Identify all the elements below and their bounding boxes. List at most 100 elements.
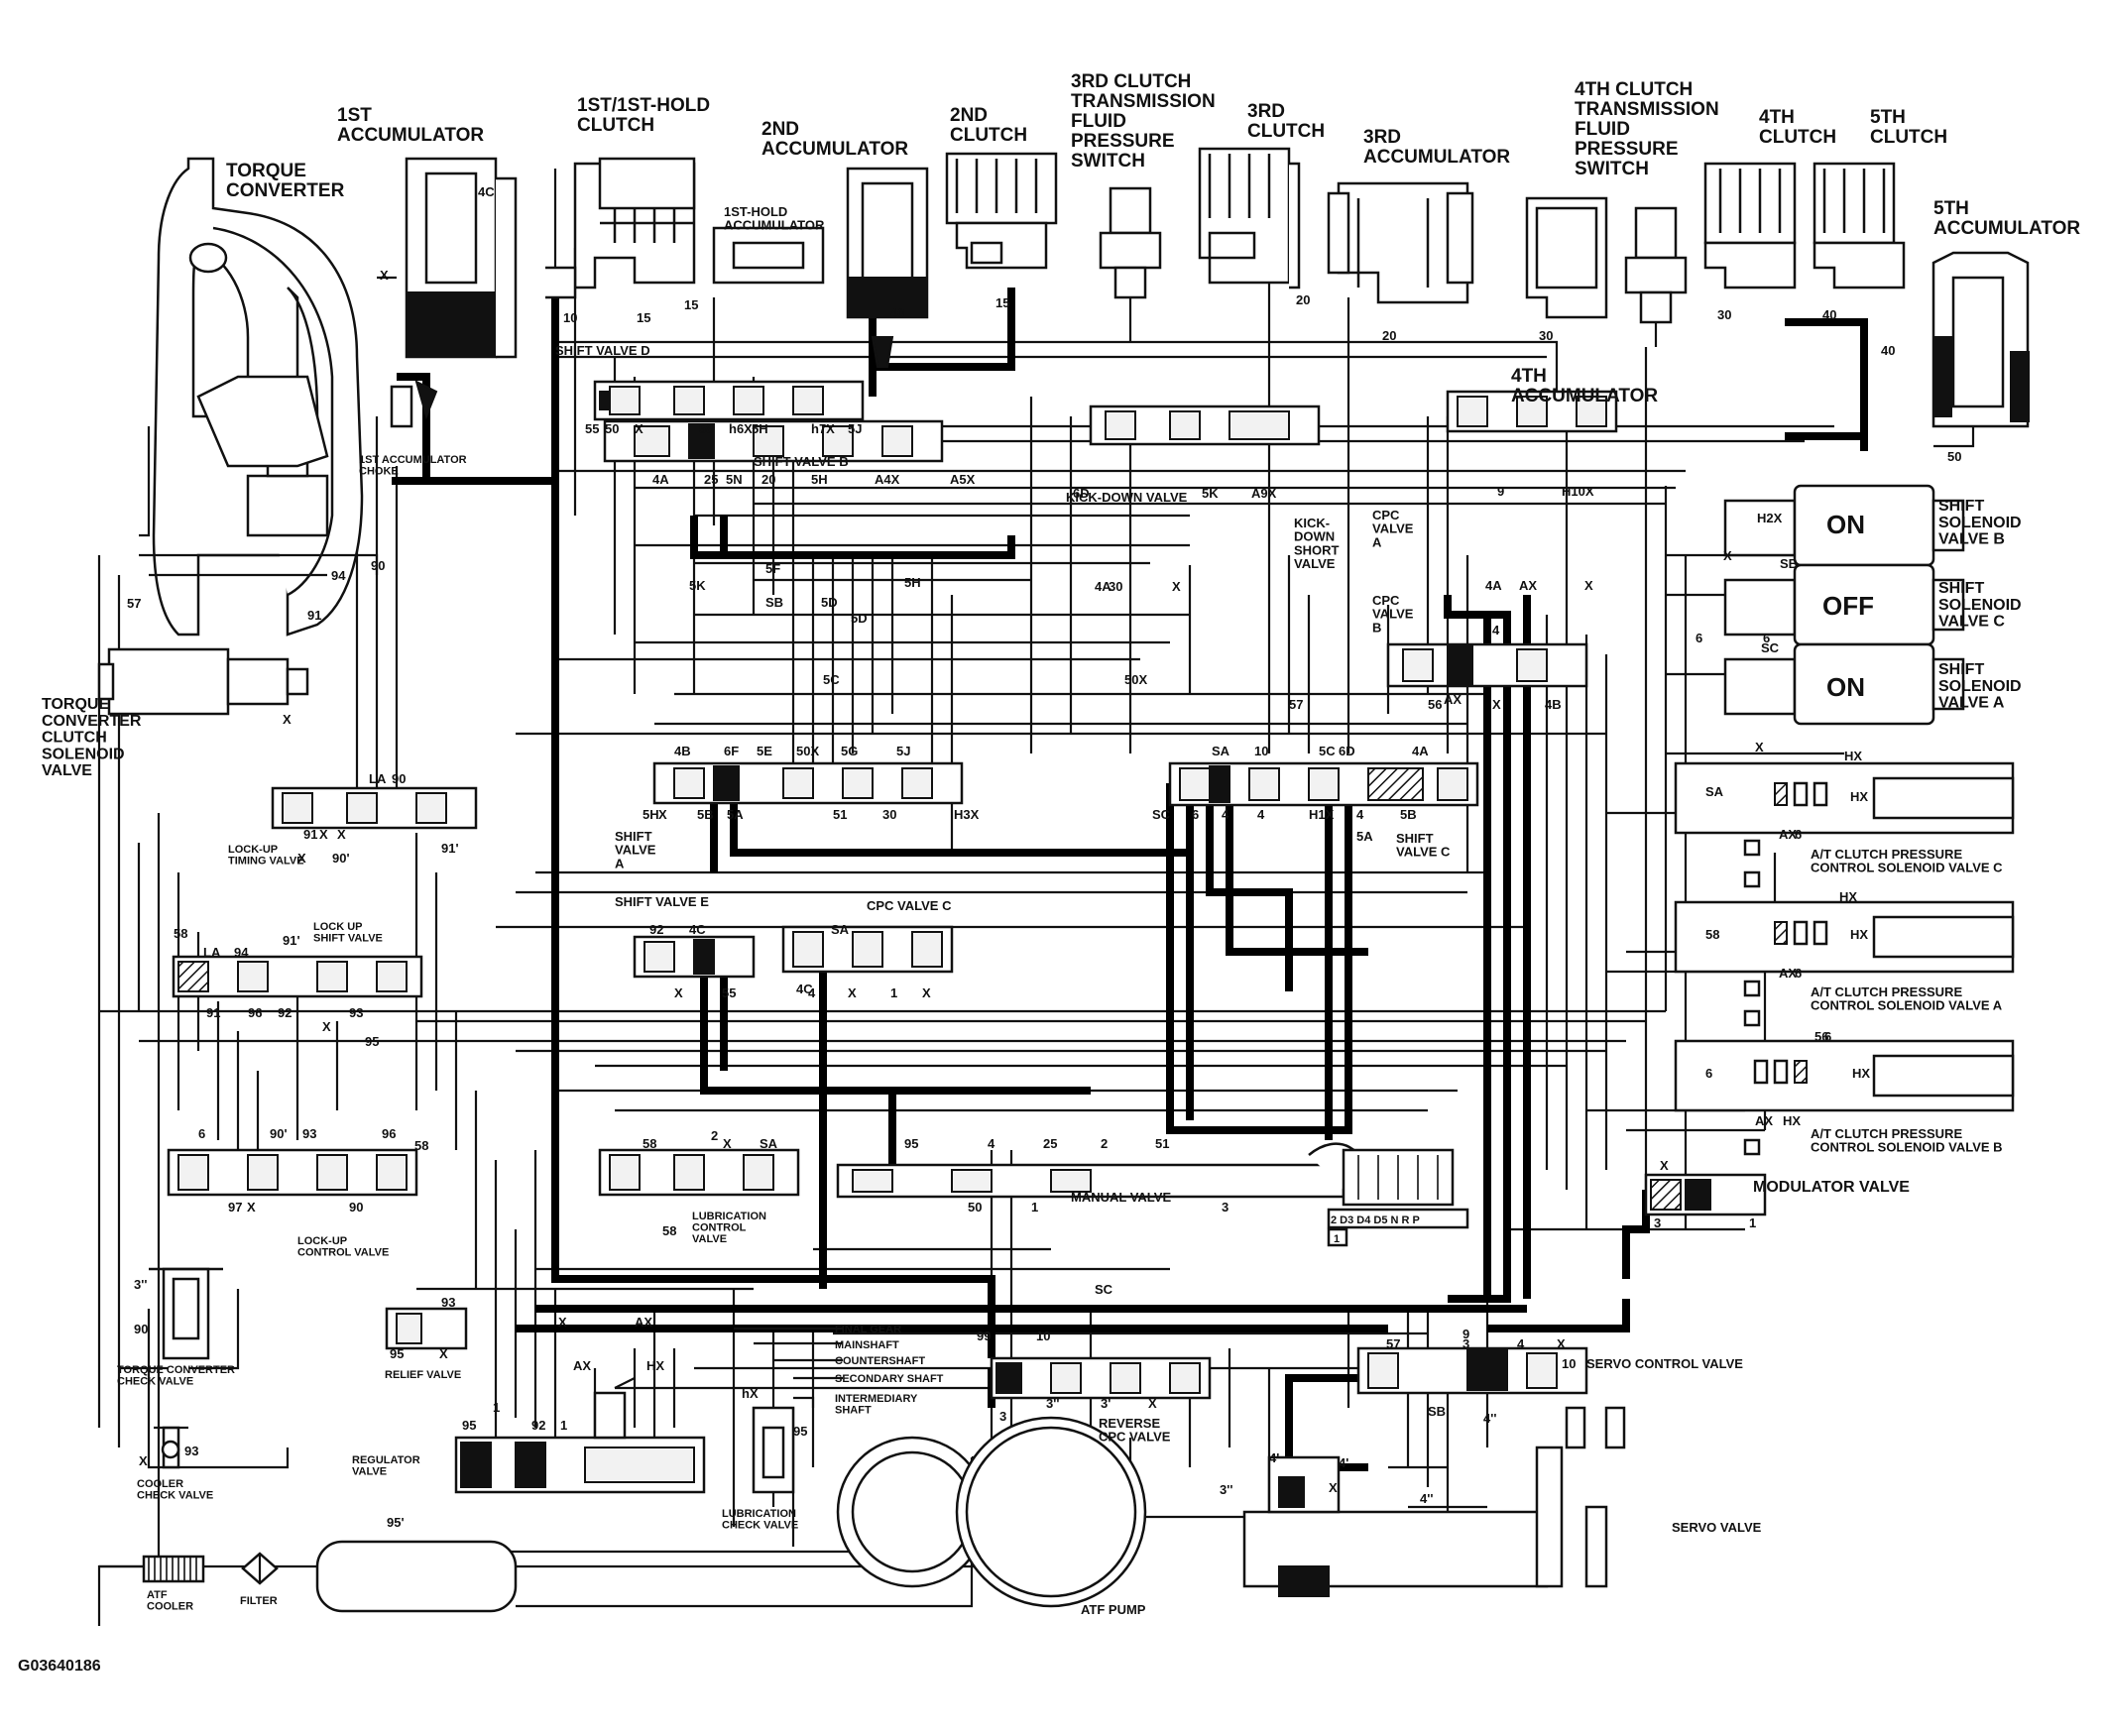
- port-label: AX: [1779, 966, 1797, 981]
- port-label: 20: [1382, 328, 1396, 343]
- port-label: 56: [1428, 697, 1442, 712]
- reverse-cpc-valve: [990, 1356, 1212, 1400]
- port-label: 5N: [726, 472, 743, 487]
- port-label: 6F: [724, 744, 739, 758]
- filter: [241, 1552, 279, 1585]
- port-label: 91: [303, 827, 317, 842]
- port-label: X: [380, 268, 389, 283]
- lockup-shift-valve: [172, 955, 423, 998]
- port-label: AX: [1519, 578, 1537, 593]
- port-label: AX: [1444, 692, 1462, 707]
- port-label: 50: [1947, 449, 1961, 464]
- port-label: 2: [1101, 1136, 1108, 1151]
- port-label: 3: [1462, 1336, 1469, 1351]
- port-label: 91: [206, 1005, 220, 1020]
- port-label: 4': [1269, 1450, 1279, 1465]
- port-label: H1X: [1309, 807, 1335, 822]
- port-label: 58: [1705, 927, 1719, 942]
- port-label: X: [658, 807, 667, 822]
- port-label: 4C: [478, 184, 495, 199]
- port-label: 96: [248, 1005, 262, 1020]
- lubrication-target-1: MAINSHAFT: [835, 1339, 899, 1351]
- port-label: HX: [1850, 789, 1868, 804]
- shift-valve-d: [593, 380, 865, 421]
- selector-sub: 1: [1334, 1233, 1340, 1245]
- oil-pan: [315, 1540, 518, 1613]
- port-label: HX: [1852, 1066, 1870, 1081]
- port-label: 50X: [796, 744, 819, 758]
- port-label: SC: [1761, 640, 1780, 655]
- shift-solenoid-b-state: ON: [1826, 510, 1865, 539]
- modulator-valve: [1644, 1173, 1767, 1216]
- selector-position-labels: 2 D3 D4 D5 N R P 1: [1331, 1215, 1420, 1245]
- port-label: AX: [1779, 827, 1797, 842]
- port-label: HX: [1783, 1113, 1801, 1128]
- port-label: 5B: [1400, 807, 1417, 822]
- port-label: 94: [331, 568, 346, 583]
- port-label: 90: [349, 1200, 363, 1215]
- port-label: X: [139, 1453, 148, 1468]
- port-label: SA: [1705, 784, 1724, 799]
- port-label: SB: [1780, 556, 1798, 571]
- port-label: 5B: [697, 807, 714, 822]
- port-label: 4: [1222, 807, 1229, 822]
- lockup-timing-valve: [271, 786, 478, 830]
- port-label: X: [247, 1200, 256, 1215]
- fluid-lines: [97, 159, 1844, 1626]
- port-label: X: [297, 851, 306, 866]
- cpc-valve-b: [1386, 642, 1588, 688]
- third-accumulator: [1327, 181, 1474, 304]
- fifth-clutch: [1813, 162, 1906, 289]
- port-label: 5H: [904, 575, 921, 590]
- shift-solenoid-a-state: ON: [1826, 672, 1865, 702]
- port-label: H10X: [1562, 484, 1594, 499]
- lubrication-target-3: SECONDARY SHAFT: [835, 1373, 944, 1385]
- port-label: 25: [1043, 1136, 1057, 1151]
- shift-solenoid-c-state: OFF: [1822, 591, 1874, 621]
- port-label: 4B: [674, 744, 691, 758]
- port-label: 50: [605, 421, 619, 436]
- port-label: 4A: [1095, 579, 1112, 594]
- port-label: 30: [882, 807, 896, 822]
- port-label: X: [1660, 1158, 1669, 1173]
- port-label: 90: [392, 771, 406, 786]
- lubrication-target-2: COUNTERSHAFT: [835, 1355, 925, 1367]
- port-label: 4: [1356, 807, 1364, 822]
- port-label: 4A: [652, 472, 669, 487]
- port-label: 5J: [896, 744, 910, 758]
- kickdown-valve: [1089, 405, 1321, 446]
- port-label: 1: [560, 1418, 567, 1433]
- port-label: 95: [365, 1034, 379, 1049]
- port-label: 5K: [689, 578, 706, 593]
- label-modulator-valve: MODULATOR VALVE: [1753, 1179, 1910, 1196]
- port-label: 4: [988, 1136, 995, 1151]
- port-label: h6X: [729, 421, 753, 436]
- fourth-clutch: [1703, 162, 1797, 289]
- port-label: X: [1723, 548, 1732, 563]
- shift-solenoid-a: [1723, 642, 1965, 726]
- port-label: 5A: [1356, 829, 1373, 844]
- port-label: X: [723, 1136, 732, 1151]
- port-label: 1: [890, 985, 897, 1000]
- tc-check-valve: [149, 1267, 223, 1360]
- lubrication-target-0: FINAL GEAR: [835, 1324, 901, 1335]
- port-label: 3'': [1220, 1482, 1232, 1497]
- port-label: 15: [684, 297, 698, 312]
- port-label: 5K: [1202, 486, 1219, 501]
- port-label: h7X: [811, 421, 835, 436]
- atc-pcs-c: [1674, 761, 2015, 888]
- first-hold-clutch: [545, 157, 825, 299]
- port-label: HX: [1839, 889, 1857, 904]
- port-label: 30: [1539, 328, 1553, 343]
- port-label: 92: [649, 922, 663, 937]
- port-label: 6: [1795, 827, 1802, 842]
